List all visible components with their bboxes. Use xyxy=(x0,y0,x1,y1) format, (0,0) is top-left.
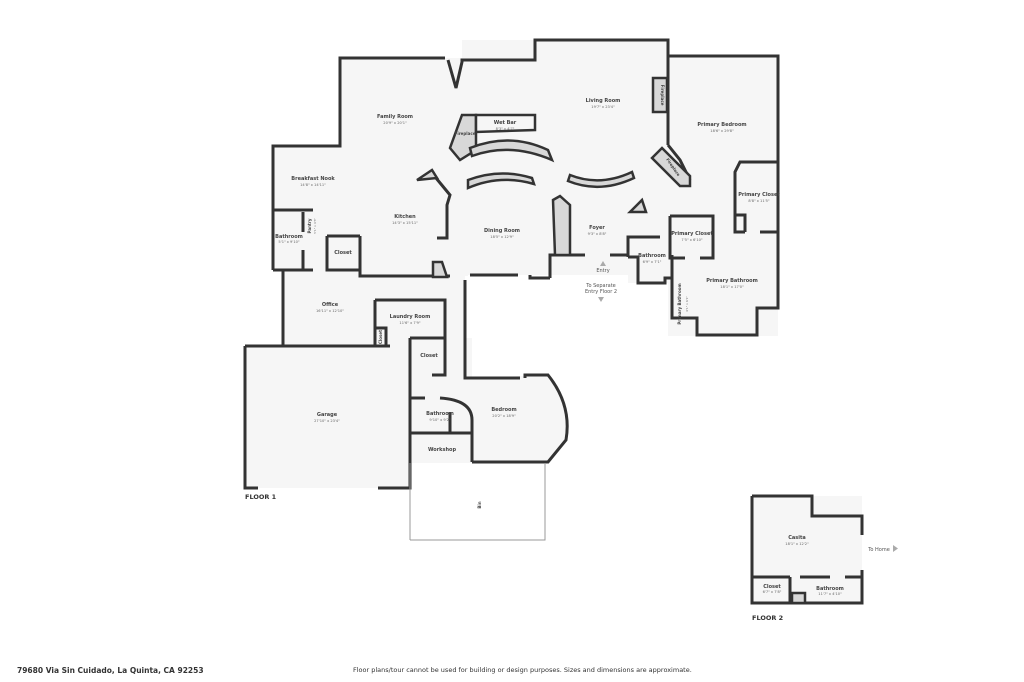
floor1-labels: Family Room 20'9" x 20'1" Wet Bar 8'3" x… xyxy=(245,85,780,509)
room-name: Office xyxy=(322,302,339,308)
room-name: Laundry Room xyxy=(390,314,431,320)
room-dims: 8'8" x 11'5" xyxy=(748,199,769,203)
room-name: Family Room xyxy=(377,114,413,120)
room-dims: 5'1" x 9'10" xyxy=(278,240,299,244)
floor2-walls xyxy=(750,494,864,605)
room-dims: 9'10" x 9'2" xyxy=(429,418,450,422)
room-dims: 4'1" x 6'1" xyxy=(685,296,689,312)
disclaimer: Floor plans/tour cannot be used for buil… xyxy=(353,666,692,674)
room-name: Breakfast Nook xyxy=(291,176,335,182)
room-name: Primary Closet xyxy=(738,192,780,198)
room-dims: 20'9" x 20'1" xyxy=(383,121,407,125)
room-dims: 8'3" x 4'7" xyxy=(496,127,515,131)
room-name: Primary Bathroom xyxy=(706,278,758,284)
room-name: Bathroom xyxy=(275,234,303,240)
room-name: Closet xyxy=(763,584,781,590)
room-name: Primary Bathroom xyxy=(677,283,682,324)
room-name: Foyer xyxy=(589,225,605,231)
room-dims: 11'7" x 4'10" xyxy=(818,592,842,596)
room-name: Kitchen xyxy=(394,214,416,220)
right-arrow-icon xyxy=(893,545,898,552)
property-address: 79680 Via Sin Cuidado, La Quinta, CA 922… xyxy=(17,666,204,675)
room-name: Primary Closet xyxy=(671,231,713,237)
room-dims: 16'11" x 12'10" xyxy=(316,309,344,313)
room-name: Closet xyxy=(334,250,352,256)
room-name: Primary Bedroom xyxy=(697,122,746,128)
to-home-label[interactable]: To Home xyxy=(867,547,890,553)
room-dims: 11'6" x 7'9" xyxy=(399,321,420,325)
to-floor2-label-line2[interactable]: Entry Floor 2 xyxy=(585,289,617,295)
floor1-walls xyxy=(243,38,780,541)
room-dims: 5'1" x 4'3" xyxy=(313,218,317,234)
down-arrow-icon xyxy=(598,297,604,302)
room-name: Fireplace xyxy=(455,131,476,136)
to-floor2-label[interactable]: To Separate xyxy=(585,283,616,289)
room-name: Workshop xyxy=(428,447,457,453)
room-name: Living Room xyxy=(586,98,621,104)
room-dims: 19'7" x 23'4" xyxy=(591,105,615,109)
room-dims: 14'8" x 14'11" xyxy=(300,183,326,187)
room-name: Garage xyxy=(317,412,338,418)
room-dims: 18'1" x 17'0" xyxy=(720,285,744,289)
entry-label: Entry xyxy=(596,268,609,274)
entry-arrow-icon xyxy=(600,261,606,266)
room-dims: 6'9" x 7'1" xyxy=(643,260,662,264)
floor2-labels: Casita 18'1" x 12'2" Closet 6'7" x 7'8" … xyxy=(752,535,898,622)
room-dims: 20'2" x 18'9" xyxy=(492,414,516,418)
room-dims: 27'10" x 23'4" xyxy=(314,419,340,423)
room-name: Dining Room xyxy=(484,228,520,234)
room-name: Closet xyxy=(420,353,438,359)
room-dims: 7'5" x 6'10" xyxy=(681,238,702,242)
room-name: Casita xyxy=(788,535,806,541)
room-name: Bathroom xyxy=(638,253,666,259)
room-dims: 6'7" x 7'8" xyxy=(763,590,782,594)
room-dims: 14'3" x 15'11" xyxy=(392,221,418,225)
room-dims: 18'1" x 12'2" xyxy=(785,542,809,546)
floor2-label: FLOOR 2 xyxy=(752,614,783,622)
room-name: Pantry xyxy=(307,218,312,233)
room-dims: 9'3" x 8'8" xyxy=(588,232,607,236)
room-name: Bathroom xyxy=(426,411,454,417)
room-name: Bathroom xyxy=(816,586,844,592)
room-name: Closet xyxy=(378,330,383,344)
room-dims: 18'6" x 29'8" xyxy=(710,129,734,133)
room-name: Fireplace xyxy=(660,85,665,106)
room-name: Bedroom xyxy=(491,407,516,413)
room-name: Bin xyxy=(477,501,482,508)
room-name: Wet Bar xyxy=(494,120,517,126)
floor-fills xyxy=(245,40,862,603)
room-dims: 18'5" x 12'9" xyxy=(490,235,514,239)
floor1-label: FLOOR 1 xyxy=(245,493,277,501)
